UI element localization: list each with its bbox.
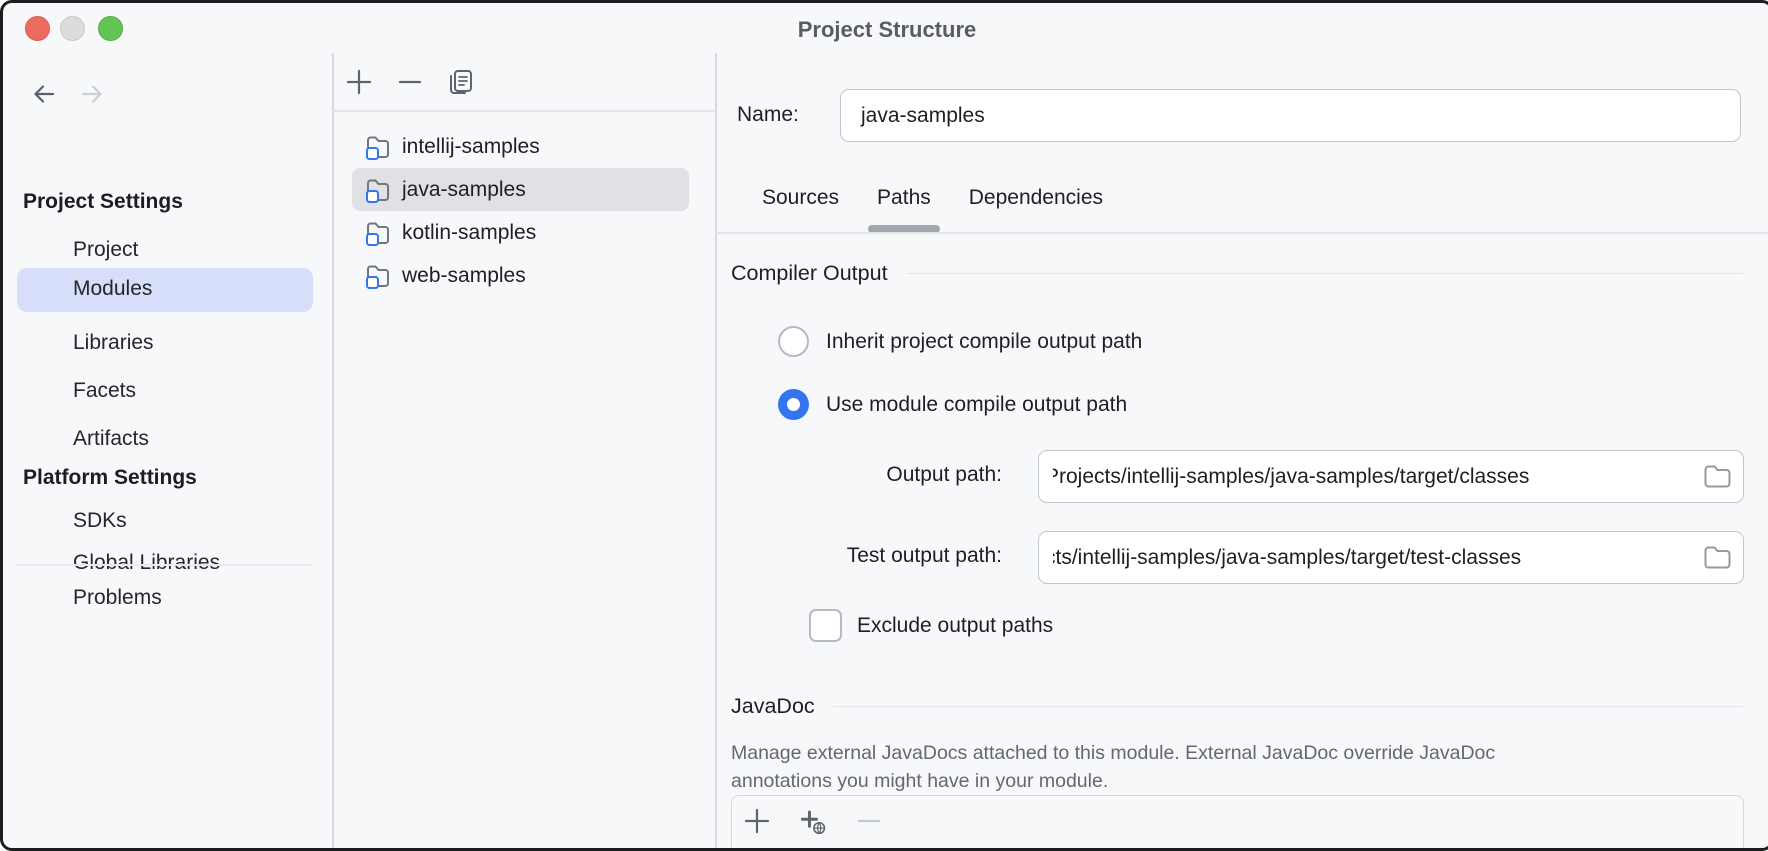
section-project-settings: Project Settings (23, 190, 183, 213)
exclude-output-paths-row[interactable]: Exclude output paths (809, 609, 1053, 642)
close-button[interactable] (25, 16, 50, 41)
folder-icon (1704, 465, 1730, 488)
module-icon (366, 222, 389, 246)
compiler-output-section-header: Compiler Output (731, 261, 1743, 286)
sidebar-separator (15, 564, 313, 566)
tab-paths[interactable]: Paths (868, 186, 940, 233)
name-label: Name: (737, 103, 799, 126)
module-list-item-selected[interactable]: java-samples (352, 168, 689, 211)
detail-tabs: Sources Paths Dependencies (762, 186, 1104, 233)
minimize-button[interactable] (60, 16, 85, 41)
javadoc-toolbar (731, 795, 1744, 848)
output-path-label: Output path: (886, 463, 1002, 486)
radio-unselected-icon[interactable] (778, 326, 809, 357)
title-bar: Project Structure (3, 3, 1768, 55)
sidebar-item-facets[interactable]: Facets (73, 379, 137, 402)
sidebar-item-problems[interactable]: Problems (73, 586, 162, 609)
browse-folder-button[interactable] (1702, 463, 1732, 491)
module-list-item[interactable]: kotlin-samples (352, 211, 689, 254)
modules-panel: intellij-samples java-samples kotlin-sam… (333, 53, 715, 848)
test-output-path-input[interactable]: cts/intellij-samples/java-samples/target… (1038, 531, 1744, 584)
sidebar-divider (332, 53, 334, 848)
tab-separator (715, 232, 1768, 234)
radio-selected-icon[interactable] (778, 389, 809, 420)
add-module-button[interactable] (345, 68, 373, 96)
module-list: intellij-samples java-samples kotlin-sam… (333, 125, 715, 297)
browse-folder-button[interactable] (1702, 544, 1732, 572)
copy-module-button[interactable] (447, 68, 475, 96)
remove-javadoc-button[interactable] (854, 806, 884, 836)
add-javadoc-url-button[interactable] (798, 806, 828, 836)
add-javadoc-button[interactable] (742, 806, 772, 836)
module-icon (366, 179, 389, 203)
section-rule (905, 272, 1743, 275)
remove-module-button[interactable] (396, 68, 424, 96)
output-path-input[interactable]: Projects/intellij-samples/java-samples/t… (1038, 450, 1744, 503)
module-detail-panel: Name: java-samples Sources Paths Depende… (715, 3, 1768, 848)
tab-sources[interactable]: Sources (762, 186, 840, 209)
sidebar-item-libraries[interactable]: Libraries (73, 331, 154, 354)
modules-toolbar (345, 53, 715, 110)
javadoc-description: Manage external JavaDocs attached to thi… (731, 742, 1496, 792)
sidebar-item-modules[interactable]: Modules (73, 277, 153, 300)
module-list-item[interactable]: intellij-samples (352, 125, 689, 168)
sidebar-item-artifacts[interactable]: Artifacts (73, 427, 149, 450)
module-list-item[interactable]: web-samples (352, 254, 689, 297)
modules-toolbar-separator (333, 110, 715, 112)
settings-sidebar: Project Settings Project Modules Librari… (3, 53, 332, 848)
sidebar-item-sdks[interactable]: SDKs (73, 509, 127, 532)
section-platform-settings: Platform Settings (23, 466, 197, 489)
javadoc-section-header: JavaDoc (731, 694, 1743, 719)
module-output-radio-row[interactable]: Use module compile output path (778, 389, 1127, 420)
checkbox-unchecked-icon[interactable] (809, 609, 842, 642)
test-output-path-label: Test output path: (846, 544, 1002, 567)
module-icon (366, 136, 389, 160)
inherit-output-radio-row[interactable]: Inherit project compile output path (778, 326, 1142, 357)
modules-panel-divider (715, 53, 717, 848)
tab-dependencies[interactable]: Dependencies (968, 186, 1104, 209)
back-button[interactable] (31, 81, 57, 107)
sidebar-selection-highlight (17, 268, 313, 312)
sidebar-item-project[interactable]: Project (73, 238, 139, 261)
forward-button[interactable] (79, 81, 105, 107)
module-icon (366, 265, 389, 289)
zoom-button[interactable] (98, 16, 123, 41)
section-rule (832, 705, 1743, 708)
sidebar-item-global-libraries[interactable]: Global Libraries (73, 551, 221, 574)
window-title: Project Structure (797, 17, 977, 42)
module-name-input[interactable]: java-samples (840, 89, 1741, 142)
folder-icon (1704, 546, 1730, 569)
